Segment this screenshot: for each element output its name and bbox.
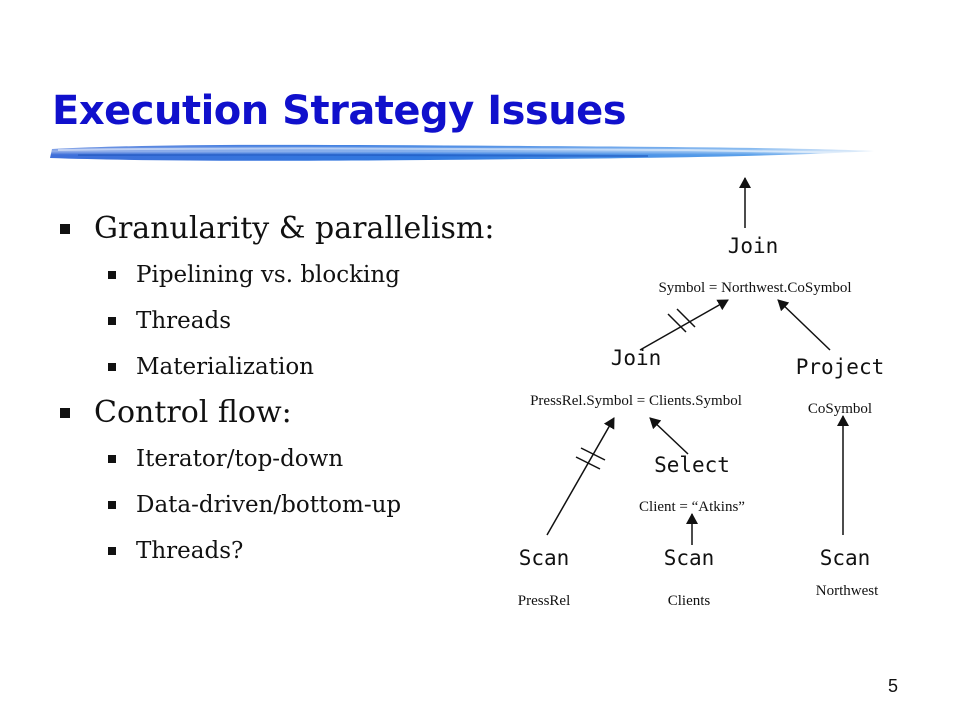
page-number: 5	[887, 676, 898, 696]
node-join-top: Join	[728, 234, 779, 258]
edge-scan-pressrel-to-joinleft	[546, 417, 615, 536]
bullet-control-flow: Control flow:	[58, 390, 494, 436]
bullet-square-icon	[60, 224, 70, 234]
node-scan-pressrel-table: PressRel	[518, 593, 571, 609]
bullet-square-icon	[108, 455, 116, 463]
bullet-square-icon	[60, 408, 70, 418]
bullet-granularity: Granularity & parallelism:	[58, 206, 494, 252]
bullet-square-icon	[108, 271, 116, 279]
subbullet-materialization: Materialization	[58, 344, 494, 390]
subbullet-data-driven: Data-driven/bottom-up	[58, 482, 494, 528]
node-scan-clients: Scan	[664, 546, 715, 570]
node-join-top-predicate: Symbol = Northwest.CoSymbol	[658, 280, 851, 296]
bullet-square-icon	[108, 317, 116, 325]
node-scan-pressrel: Scan	[519, 546, 570, 570]
bullet-square-icon	[108, 501, 116, 509]
blocking-mark-bottom	[575, 447, 606, 470]
bullet-square-icon	[108, 363, 116, 371]
node-project-attribute: CoSymbol	[808, 401, 872, 417]
blocking-mark-top	[667, 308, 696, 333]
node-join-left: Join	[611, 346, 662, 370]
node-scan-northwest-table: Northwest	[816, 583, 879, 599]
node-join-left-predicate: PressRel.Symbol = Clients.Symbol	[530, 393, 742, 409]
subbullet-iterator: Iterator/top-down	[58, 436, 494, 482]
node-scan-clients-table: Clients	[668, 593, 711, 609]
edge-joinleft-to-jointop	[639, 299, 729, 351]
edge-select-to-joinleft	[649, 417, 689, 455]
bullet-list: Granularity & parallelism: Pipelining vs…	[58, 206, 494, 574]
node-select: Select	[654, 453, 730, 477]
node-project: Project	[796, 355, 885, 379]
bullet-square-icon	[108, 547, 116, 555]
slide-title: Execution Strategy Issues	[52, 88, 627, 134]
edge-project-to-jointop	[777, 299, 831, 351]
subbullet-threads: Threads	[58, 298, 494, 344]
subbullet-threads-question: Threads?	[58, 528, 494, 574]
node-scan-northwest: Scan	[820, 546, 871, 570]
node-select-predicate: Client = “Atkins”	[639, 499, 745, 515]
title-underline-brush	[48, 144, 878, 162]
subbullet-pipelining: Pipelining vs. blocking	[58, 252, 494, 298]
